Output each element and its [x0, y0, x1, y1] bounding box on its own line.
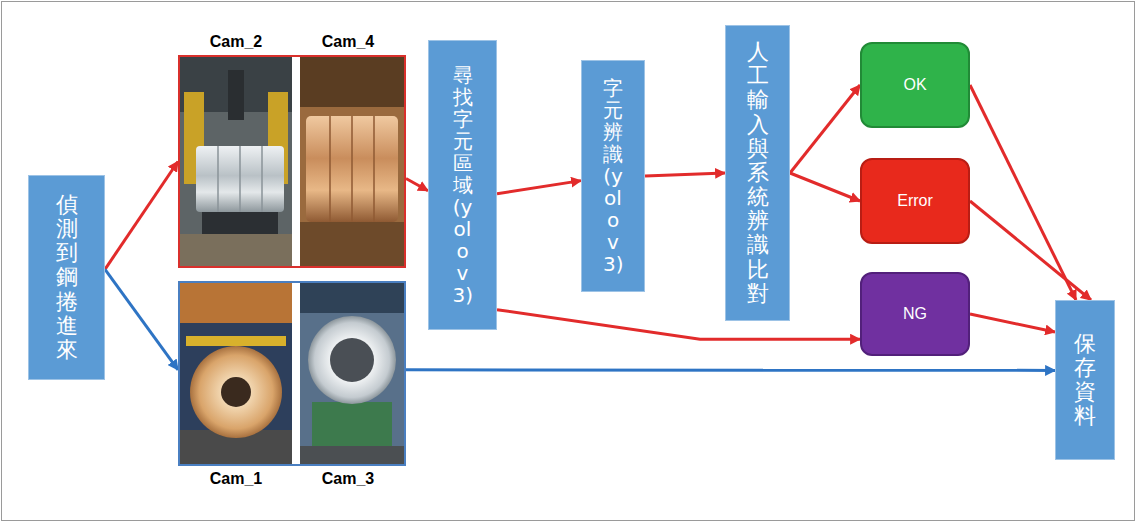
coil-band — [239, 146, 241, 212]
flow-arrow — [406, 368, 1055, 372]
photo-background — [300, 283, 404, 464]
result-label: NG — [903, 305, 927, 323]
coil-band — [351, 116, 353, 222]
flow-arrow — [970, 314, 1055, 332]
result-box: Error — [860, 158, 970, 244]
coil-band — [261, 146, 263, 212]
process-box: 尋找字元區域(yolo v3) — [428, 40, 497, 330]
camera-photo-group: Cam_2Cam_4 — [178, 55, 406, 268]
coil-band — [217, 146, 219, 212]
camera-photo-group: Cam_1Cam_3 — [178, 281, 406, 466]
steel-coil — [196, 146, 284, 212]
floor — [180, 234, 292, 266]
coil-band — [373, 116, 375, 222]
camera-label: Cam_1 — [180, 470, 292, 488]
flow-arrow — [970, 201, 1091, 300]
box-label: 偵測到鋼捲進來 — [56, 193, 78, 362]
camera-label: Cam_3 — [292, 470, 404, 488]
wall — [300, 283, 404, 313]
floor — [300, 222, 404, 266]
coil-band — [329, 116, 331, 222]
box-label: 字元辨識(yolo v3) — [603, 77, 623, 275]
crane-structure — [228, 70, 244, 120]
flow-arrow — [105, 269, 178, 370]
wall — [300, 57, 404, 107]
flow-arrow — [790, 173, 860, 201]
flow-arrow — [790, 85, 860, 173]
box-label: 人工輸入與系統辨識比對 — [747, 40, 769, 306]
photo-gap — [292, 283, 300, 464]
flow-arrow — [497, 310, 860, 340]
photo-gap — [292, 57, 300, 266]
floor — [300, 446, 404, 464]
coil-stand — [312, 402, 392, 446]
photo-background — [300, 57, 404, 266]
flow-arrow — [406, 179, 428, 191]
result-label: Error — [897, 192, 933, 210]
box-label: 尋找字元區域(yolo v3) — [453, 64, 473, 306]
camera-label: Cam_2 — [180, 33, 292, 51]
camera-label: Cam_4 — [292, 33, 404, 51]
start-box: 偵測到鋼捲進來 — [28, 175, 105, 380]
steel-coil-end — [308, 316, 396, 404]
result-box: NG — [860, 272, 970, 356]
lit-wall — [180, 283, 292, 323]
process-box: 字元辨識(yolo v3) — [581, 60, 645, 292]
result-box: OK — [860, 42, 970, 128]
machine-frame — [186, 336, 286, 346]
process-box: 人工輸入與系統辨識比對 — [725, 25, 790, 321]
steel-coil — [306, 116, 398, 222]
coil-bore — [330, 338, 374, 382]
end-box: 保存資料 — [1055, 300, 1115, 460]
coil-saddle — [202, 212, 278, 234]
box-label: 保存資料 — [1074, 332, 1096, 429]
flow-arrow — [970, 85, 1076, 300]
flow-arrow — [105, 162, 178, 270]
steel-coil-end — [190, 346, 282, 438]
result-label: OK — [903, 76, 926, 94]
coil-bore — [221, 377, 251, 407]
photo-background — [180, 283, 292, 464]
flow-arrow — [645, 173, 725, 176]
photo-background — [180, 57, 292, 266]
flow-arrow — [497, 181, 581, 194]
